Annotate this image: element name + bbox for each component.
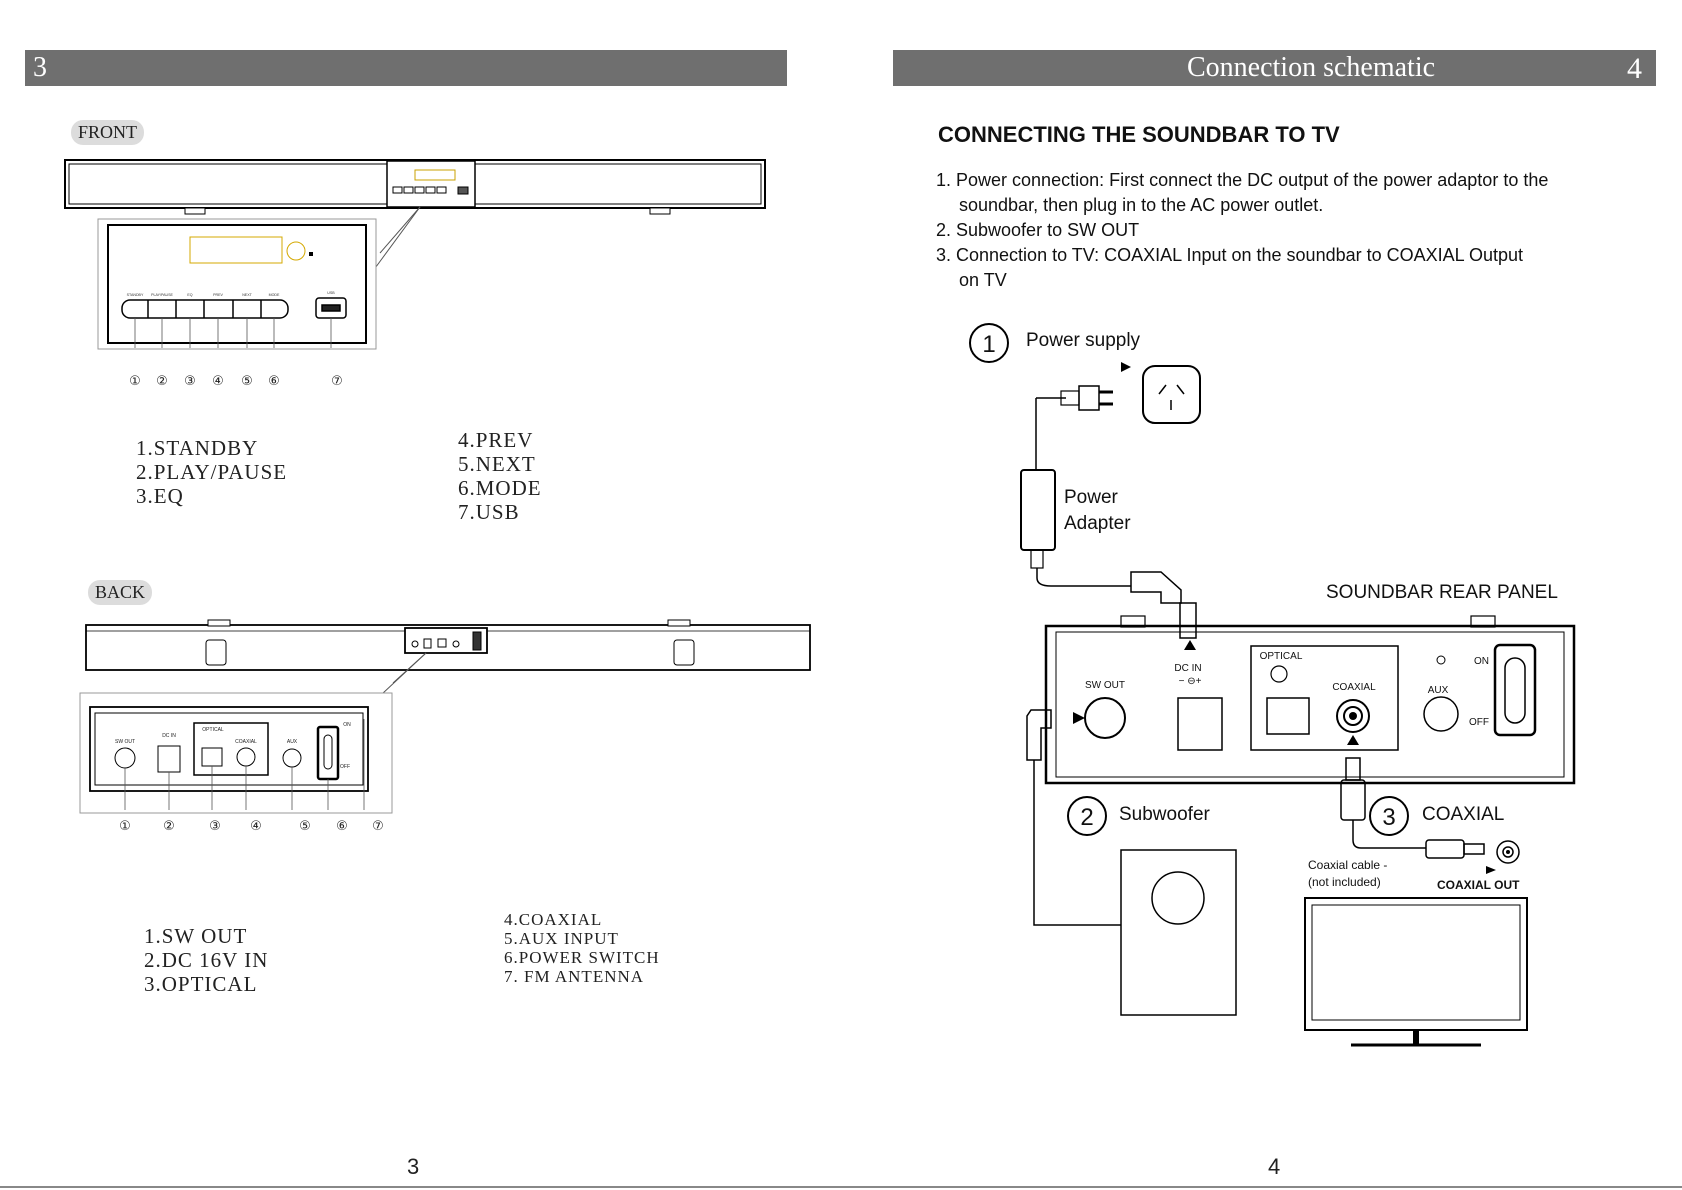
on-label: ON xyxy=(1474,656,1489,667)
back-callout-6: ⑥ xyxy=(336,818,348,833)
front-panel-label-prev: PREV xyxy=(213,293,223,297)
back-callout-2: ② xyxy=(163,818,175,833)
step-line: on TV xyxy=(959,270,1007,290)
front-panel-label-mode: MODE xyxy=(269,293,280,297)
steps-list: 1. Power connection: First connect the D… xyxy=(936,168,1548,293)
coaxial-port-label: COAXIAL xyxy=(1332,682,1376,693)
back-legend-item: 7. FM ANTENNA xyxy=(504,967,645,986)
coax-cable-label-line1: Coaxial cable - xyxy=(1308,858,1387,872)
front-legend-item: 7.USB xyxy=(458,500,520,524)
off-label: OFF xyxy=(1469,717,1489,728)
back-panel-label-on: ON xyxy=(343,722,351,728)
back-panel-label-aux: AUX xyxy=(287,739,298,745)
step-line: 2. Subwoofer to SW OUT xyxy=(936,220,1140,240)
connection-diagram: 1 Power supply Power Adapter SOUNDBAR RE… xyxy=(969,323,1576,1047)
power-adapter-label-line2: Adapter xyxy=(1064,513,1131,534)
back-callout-7: ⑦ xyxy=(372,818,384,833)
back-legend-item: 6.POWER SWITCH xyxy=(504,948,660,967)
front-label: FRONT xyxy=(71,120,145,145)
sw-out-label: SW OUT xyxy=(1085,680,1125,691)
front-callout-6: ⑥ xyxy=(268,373,280,388)
dc-polarity-label: − ⊖+ xyxy=(1179,676,1202,687)
subwoofer-label: Subwoofer xyxy=(1119,804,1211,825)
right-page-number: 4 xyxy=(1268,1154,1281,1179)
back-legend-item: 3.OPTICAL xyxy=(144,972,258,996)
step-line: 3. Connection to TV: COAXIAL Input on th… xyxy=(936,245,1524,265)
front-panel-label-play-pause: PLAY/PAUSE xyxy=(151,293,173,297)
back-panel-label-optical: OPTICAL xyxy=(202,727,224,733)
optical-label: OPTICAL xyxy=(1260,651,1303,662)
front-legend-item: 2.PLAY/PAUSE xyxy=(136,460,288,484)
front-callout-4: ④ xyxy=(212,373,224,388)
back-legend-item: 2.DC 16V IN xyxy=(144,948,269,972)
dc-in-label: DC IN xyxy=(1174,663,1201,674)
back-legend-item: 5.AUX INPUT xyxy=(504,929,619,948)
coaxial-out-label: COAXIAL OUT xyxy=(1437,878,1520,892)
bottom-rule xyxy=(0,1186,1682,1188)
power-supply-label: Power supply xyxy=(1026,330,1141,351)
power-supply-number: 1 xyxy=(982,331,995,358)
front-callout-3: ③ xyxy=(184,373,196,388)
front-panel-label-eq: EQ xyxy=(187,293,192,297)
back-callout-4: ④ xyxy=(250,818,262,833)
power-adapter-label-line1: Power xyxy=(1064,487,1119,508)
left-page-number: 3 xyxy=(407,1154,420,1179)
back-legend-item: 4.COAXIAL xyxy=(504,910,603,929)
back-soundbar-diagram: SW OUT DC IN OPTICAL COAXIAL AUX ON OFF … xyxy=(79,619,811,833)
coaxial-number: 3 xyxy=(1382,804,1395,831)
front-callout-1: ① xyxy=(129,373,141,388)
section-heading: CONNECTING THE SOUNDBAR TO TV xyxy=(938,122,1340,147)
right-page: Connection schematic 4 CONNECTING THE SO… xyxy=(841,0,1682,1190)
back-panel-label-sw-out: SW OUT xyxy=(115,739,135,745)
left-page: 3 FRONT STAND xyxy=(25,50,811,1179)
back-legend-col1: 1.SW OUT 2.DC 16V IN 3.OPTICAL xyxy=(144,924,268,996)
subwoofer-number: 2 xyxy=(1080,804,1093,831)
front-legend-item: 3.EQ xyxy=(136,484,184,508)
back-callout-3: ③ xyxy=(209,818,221,833)
coax-cable-label-line2: (not included) xyxy=(1308,875,1381,889)
front-legend-col1: 1.STANDBY 2.PLAY/PAUSE 3.EQ xyxy=(136,436,287,508)
back-legend-col2: 4.COAXIAL 5.AUX INPUT 6.POWER SWITCH 7. … xyxy=(504,910,660,986)
front-legend-col2: 4.PREV 5.NEXT 6.MODE 7.USB xyxy=(458,428,542,524)
right-header-bar: Connection schematic 4 xyxy=(893,50,1656,86)
front-panel-label-standby: STANDBY xyxy=(127,293,144,297)
front-panel-label-next: NEXT xyxy=(242,293,252,297)
step-line: 1. Power connection: First connect the D… xyxy=(936,170,1549,190)
front-legend-item: 5.NEXT xyxy=(458,452,536,476)
front-callout-5: ⑤ xyxy=(241,373,253,388)
front-callout-2: ② xyxy=(156,373,168,388)
back-legend-item: 1.SW OUT xyxy=(144,924,248,948)
right-header-number: 4 xyxy=(1627,52,1642,85)
back-callout-1: ① xyxy=(119,818,131,833)
step-line: soundbar, then plug in to the AC power o… xyxy=(959,195,1324,215)
back-label: BACK xyxy=(88,580,153,605)
back-panel-label-dc-in: DC IN xyxy=(162,733,176,739)
left-header-bar: 3 xyxy=(25,50,787,86)
front-callout-7: ⑦ xyxy=(331,373,343,388)
rear-panel-label: SOUNDBAR REAR PANEL xyxy=(1326,582,1558,603)
front-legend-item: 4.PREV xyxy=(458,428,534,452)
coaxial-label: COAXIAL xyxy=(1422,804,1504,825)
right-header-title: Connection schematic xyxy=(1187,52,1436,83)
back-callout-5: ⑤ xyxy=(299,818,311,833)
back-panel-label-off: OFF xyxy=(340,764,350,770)
aux-label: AUX xyxy=(1428,685,1449,696)
front-soundbar-diagram: STANDBY PLAY/PAUSE EQ PREV NEXT MODE USB… xyxy=(64,159,766,388)
front-legend-item: 1.STANDBY xyxy=(136,436,259,460)
front-legend-item: 6.MODE xyxy=(458,476,542,500)
front-panel-label-usb: USB xyxy=(327,291,335,295)
back-panel-label-coaxial: COAXIAL xyxy=(235,739,257,745)
left-header-number: 3 xyxy=(33,52,47,83)
